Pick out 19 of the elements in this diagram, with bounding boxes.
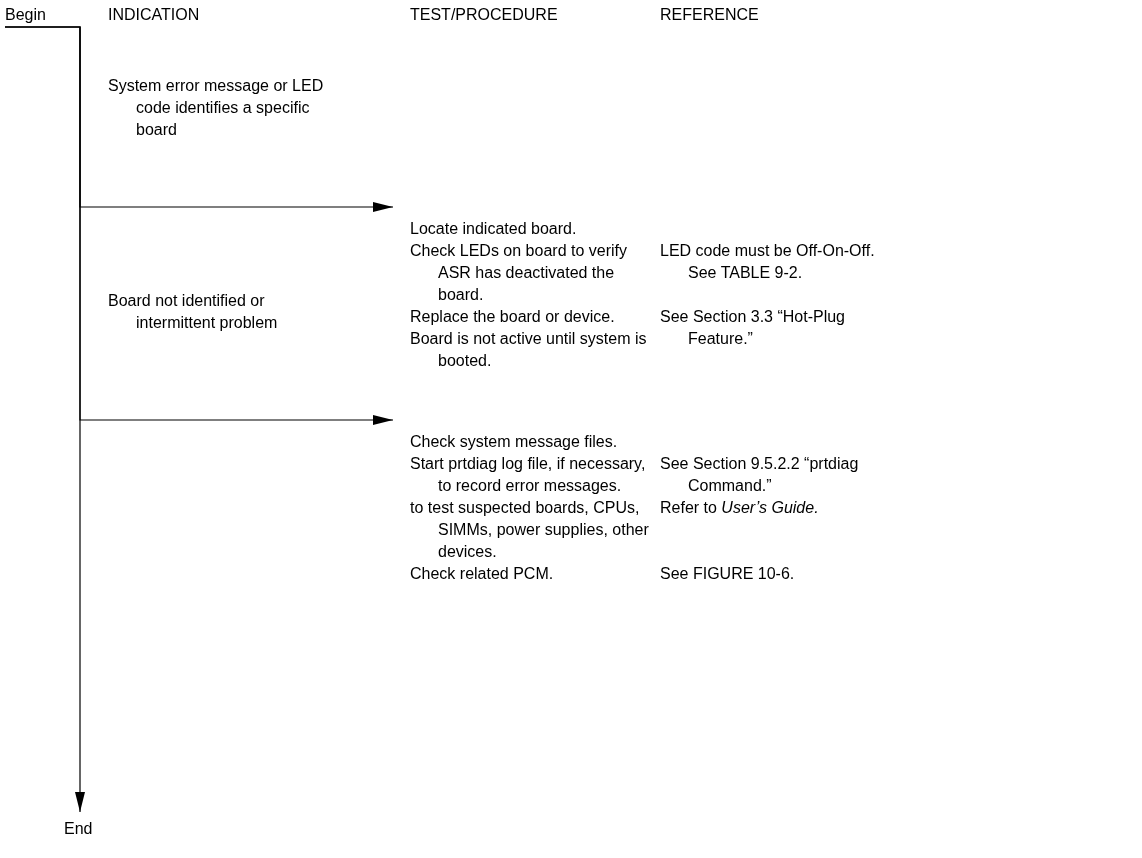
arrow: [4, 26, 394, 425]
procedure-step: Board is not active until system is booted.: [410, 328, 652, 372]
column-heading: TEST/PROCEDURE: [410, 5, 558, 25]
procedure-step: to test suspected boards, CPUs, SIMMs, power supplies, other devices.: [410, 497, 652, 563]
procedure-step: Check LEDs on board to verify ASR has deactivated the board.: [410, 240, 652, 306]
reference-note: See FIGURE 10-6.: [660, 564, 796, 584]
reference-note: See Section 3.3 “Hot-Plug Feature.”: [660, 307, 846, 349]
procedure-step: Start prtdiag log file, if necessary, to record error messages.: [410, 453, 652, 497]
reference-note: See Section 9.5.2.2 “prtdiag Command.”: [660, 454, 860, 496]
terminal-label: Begin: [5, 4, 46, 26]
reference-note: Refer to User’s Guide.: [660, 498, 820, 518]
column-heading: INDICATION: [108, 5, 200, 25]
reference-note: LED code must be Off-On-Off. See TABLE 9-2.: [660, 241, 876, 283]
procedure-step: Check system message files.: [410, 431, 652, 453]
procedure-step: Locate indicated board.: [410, 218, 652, 240]
procedure-step: Check related PCM.: [410, 563, 652, 585]
terminal-label: End: [64, 818, 93, 840]
procedure-step: Replace the board or device.: [410, 306, 652, 328]
column-heading: REFERENCE: [660, 5, 759, 25]
